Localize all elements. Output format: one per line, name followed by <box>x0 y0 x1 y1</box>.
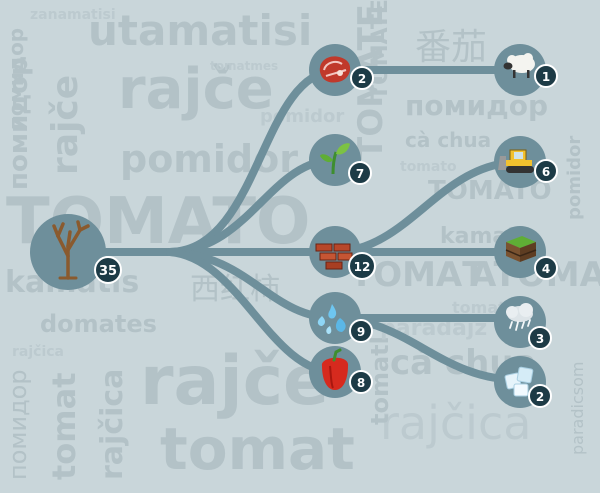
count-badge: 4 <box>534 256 558 280</box>
count-badge: 3 <box>528 326 552 350</box>
sprout-node[interactable]: 7 <box>309 134 372 186</box>
soil-node[interactable]: 4 <box>494 226 558 280</box>
count-badge: 7 <box>348 161 372 185</box>
count-badge: 8 <box>349 370 373 394</box>
bg-word: utamatisi <box>88 6 313 55</box>
bg-word: rajčica <box>380 396 532 450</box>
ice-node[interactable]: 2 <box>494 356 552 408</box>
bg-word: cà chua <box>405 128 492 152</box>
count-badge: 6 <box>534 159 558 183</box>
ice-cubes-icon <box>504 366 534 397</box>
soil-layers-icon <box>505 236 537 262</box>
rain-cloud-node[interactable]: 3 <box>494 296 552 350</box>
bg-word: 番茄 <box>415 27 488 68</box>
svg-text:35: 35 <box>99 264 117 279</box>
svg-text:1: 1 <box>542 70 550 84</box>
bulldozer-icon <box>498 149 534 173</box>
bg-word: rajče <box>118 57 274 122</box>
bg-word: tomat <box>160 415 355 483</box>
count-badge: 12 <box>348 252 376 280</box>
bg-word: tomato <box>400 159 457 175</box>
sheep-node[interactable]: 1 <box>494 44 558 96</box>
bell-pepper-icon <box>321 348 349 390</box>
pepper-node[interactable]: 8 <box>309 346 373 398</box>
rain-cloud-icon <box>506 303 533 331</box>
bg-word: zanamatisi <box>30 7 116 23</box>
meat-icon <box>319 56 351 83</box>
branch-lines <box>64 66 524 384</box>
svg-text:6: 6 <box>542 165 550 179</box>
bricks-node[interactable]: 12 <box>309 226 376 280</box>
svg-text:2: 2 <box>536 390 544 404</box>
count-badge: 2 <box>528 384 552 408</box>
bg-word: rajčica <box>12 344 64 360</box>
count-badge: 9 <box>349 319 373 343</box>
svg-text:7: 7 <box>356 167 364 181</box>
sheep-icon <box>503 53 535 78</box>
svg-text:4: 4 <box>542 262 550 276</box>
count-badge: 2 <box>350 66 374 90</box>
water-drops-icon <box>317 304 346 334</box>
bg-word: помидор <box>405 89 548 122</box>
bricks-icon <box>315 243 353 270</box>
count-badge: 35 <box>94 256 122 284</box>
branch-line-bulldozer <box>331 158 524 256</box>
bg-word: domates <box>40 310 157 338</box>
bare-tree-icon <box>52 220 90 280</box>
sprout-icon <box>320 143 350 175</box>
svg-text:8: 8 <box>357 376 365 390</box>
bg-word: tomatmes <box>210 59 279 73</box>
bg-word: paradajz <box>380 316 488 341</box>
svg-text:2: 2 <box>358 72 366 86</box>
svg-text:3: 3 <box>536 332 544 346</box>
tree-root-node[interactable]: 35 <box>30 214 122 290</box>
water-node[interactable]: 9 <box>309 292 373 344</box>
svg-text:12: 12 <box>354 260 371 274</box>
bulldozer-node[interactable]: 6 <box>494 136 558 188</box>
count-badge: 1 <box>534 64 558 88</box>
svg-text:9: 9 <box>357 325 365 339</box>
meat-node[interactable]: 2 <box>309 44 374 96</box>
